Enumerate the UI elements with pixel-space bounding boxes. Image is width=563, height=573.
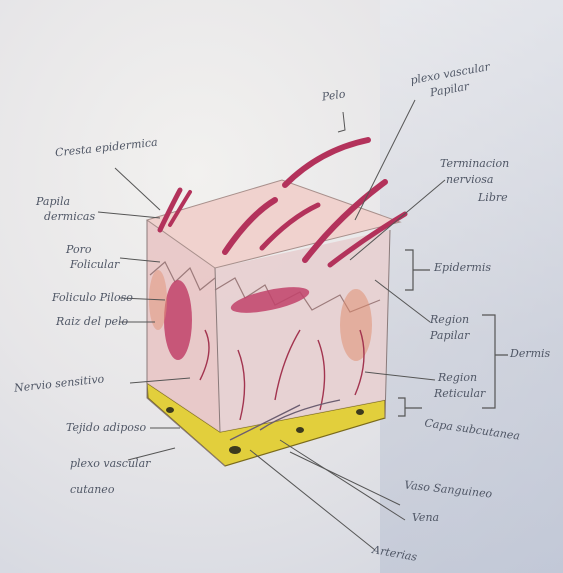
label-terminacion-nerviosa-1: Terminacion bbox=[440, 158, 509, 171]
label-papila-dermica-1: Papila bbox=[36, 196, 70, 209]
label-dermis: Dermis bbox=[510, 348, 550, 361]
label-terminacion-nerviosa-2: nerviosa bbox=[446, 174, 493, 187]
label-region-papilar-1: Region bbox=[430, 314, 469, 327]
label-plexo-vascular-cutaneo-2: cutaneo bbox=[70, 484, 114, 497]
label-poro-folicular-1: Poro bbox=[66, 244, 91, 257]
label-poro-folicular-2: Folicular bbox=[70, 259, 119, 272]
label-plexo-vascular-cutaneo-1: plexo vascular bbox=[70, 458, 150, 471]
label-papila-dermica-2: dermicas bbox=[44, 211, 95, 224]
label-raiz-del-pelo: Raiz del pelo bbox=[56, 316, 128, 329]
label-epidermis: Epidermis bbox=[434, 262, 491, 275]
label-terminacion-nerviosa-3: Libre bbox=[478, 192, 508, 205]
label-region-reticular-2: Reticular bbox=[434, 388, 485, 401]
label-vena: Vena bbox=[412, 512, 439, 525]
label-foliculo-piloso: Foliculo Piloso bbox=[52, 292, 133, 305]
label-region-reticular-1: Region bbox=[438, 372, 477, 385]
label-tejido-adiposo: Tejido adiposo bbox=[66, 422, 146, 435]
label-region-papilar-2: Papilar bbox=[430, 330, 469, 343]
